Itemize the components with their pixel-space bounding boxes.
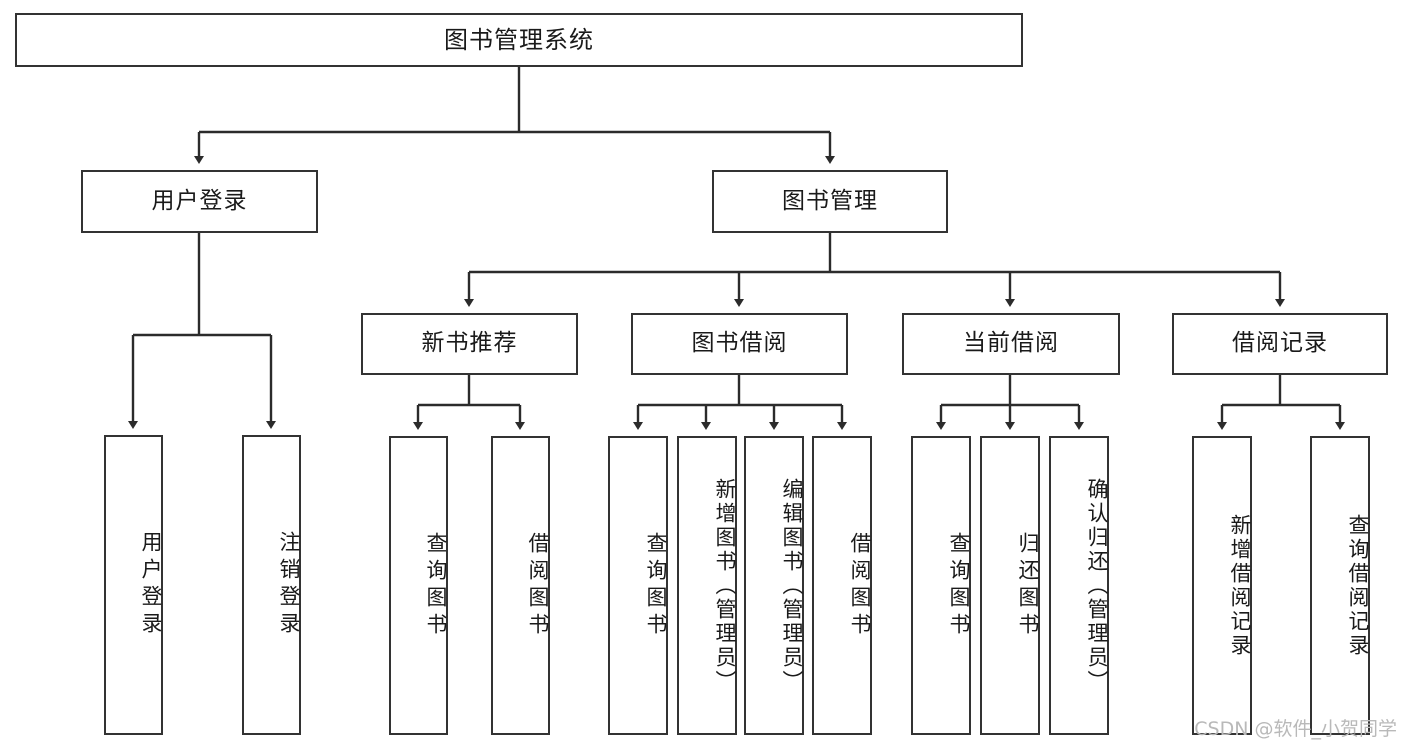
- node-new-book-recommend[interactable]: 新书推荐: [361, 313, 578, 375]
- leaf-current-query-book[interactable]: 查询图书: [911, 436, 971, 735]
- node-new-book-recommend-label: 新书推荐: [421, 330, 518, 357]
- leaf-current-confirm-return-admin[interactable]: 确认归还（管理员）: [1049, 436, 1109, 735]
- leaf-label: 新增图书（管理员）: [713, 477, 737, 694]
- csdn-watermark: CSDN @软件_小贺同学: [1194, 718, 1397, 740]
- leaf-label: 归还图书: [1016, 531, 1040, 640]
- leaf-label: 新增借阅记录: [1228, 513, 1252, 658]
- node-user-login[interactable]: 用户登录: [81, 170, 318, 233]
- leaf-recommend-query-book[interactable]: 查询图书: [389, 436, 448, 735]
- leaf-record-query-record[interactable]: 查询借阅记录: [1310, 436, 1370, 735]
- leaf-label: 查询借阅记录: [1346, 513, 1370, 658]
- leaf-user-login-login[interactable]: 用户登录: [104, 435, 163, 735]
- node-book-management[interactable]: 图书管理: [712, 170, 948, 233]
- node-borrow-record[interactable]: 借阅记录: [1172, 313, 1388, 375]
- leaf-user-login-logout[interactable]: 注销登录: [242, 435, 301, 735]
- node-book-management-label: 图书管理: [782, 187, 878, 214]
- node-current-borrow[interactable]: 当前借阅: [902, 313, 1120, 375]
- leaf-label: 确认归还（管理员）: [1085, 477, 1109, 694]
- leaf-label: 查询图书: [947, 531, 971, 640]
- leaf-label: 查询图书: [644, 531, 668, 640]
- leaf-label: 用户登录: [139, 531, 163, 639]
- leaf-label: 注销登录: [277, 531, 301, 639]
- node-root-book-management-system[interactable]: 图书管理系统: [15, 13, 1023, 67]
- leaf-label: 查询图书: [424, 531, 448, 640]
- leaf-label: 借阅图书: [526, 531, 550, 640]
- node-book-borrow[interactable]: 图书借阅: [631, 313, 848, 375]
- leaf-current-return-book[interactable]: 归还图书: [980, 436, 1040, 735]
- leaf-borrow-query-book[interactable]: 查询图书: [608, 436, 668, 735]
- node-book-borrow-label: 图书借阅: [691, 330, 788, 357]
- leaf-label: 编辑图书（管理员）: [780, 477, 804, 694]
- node-user-login-label: 用户登录: [151, 187, 248, 214]
- leaf-borrow-add-book-admin[interactable]: 新增图书（管理员）: [677, 436, 737, 735]
- leaf-label: 借阅图书: [848, 531, 872, 640]
- leaf-recommend-borrow-book[interactable]: 借阅图书: [491, 436, 550, 735]
- leaf-borrow-borrow-book[interactable]: 借阅图书: [812, 436, 872, 735]
- leaf-borrow-edit-book-admin[interactable]: 编辑图书（管理员）: [744, 436, 804, 735]
- node-current-borrow-label: 当前借阅: [963, 330, 1059, 357]
- node-borrow-record-label: 借阅记录: [1232, 330, 1328, 357]
- leaf-record-add-record[interactable]: 新增借阅记录: [1192, 436, 1252, 735]
- node-root-label: 图书管理系统: [444, 25, 594, 54]
